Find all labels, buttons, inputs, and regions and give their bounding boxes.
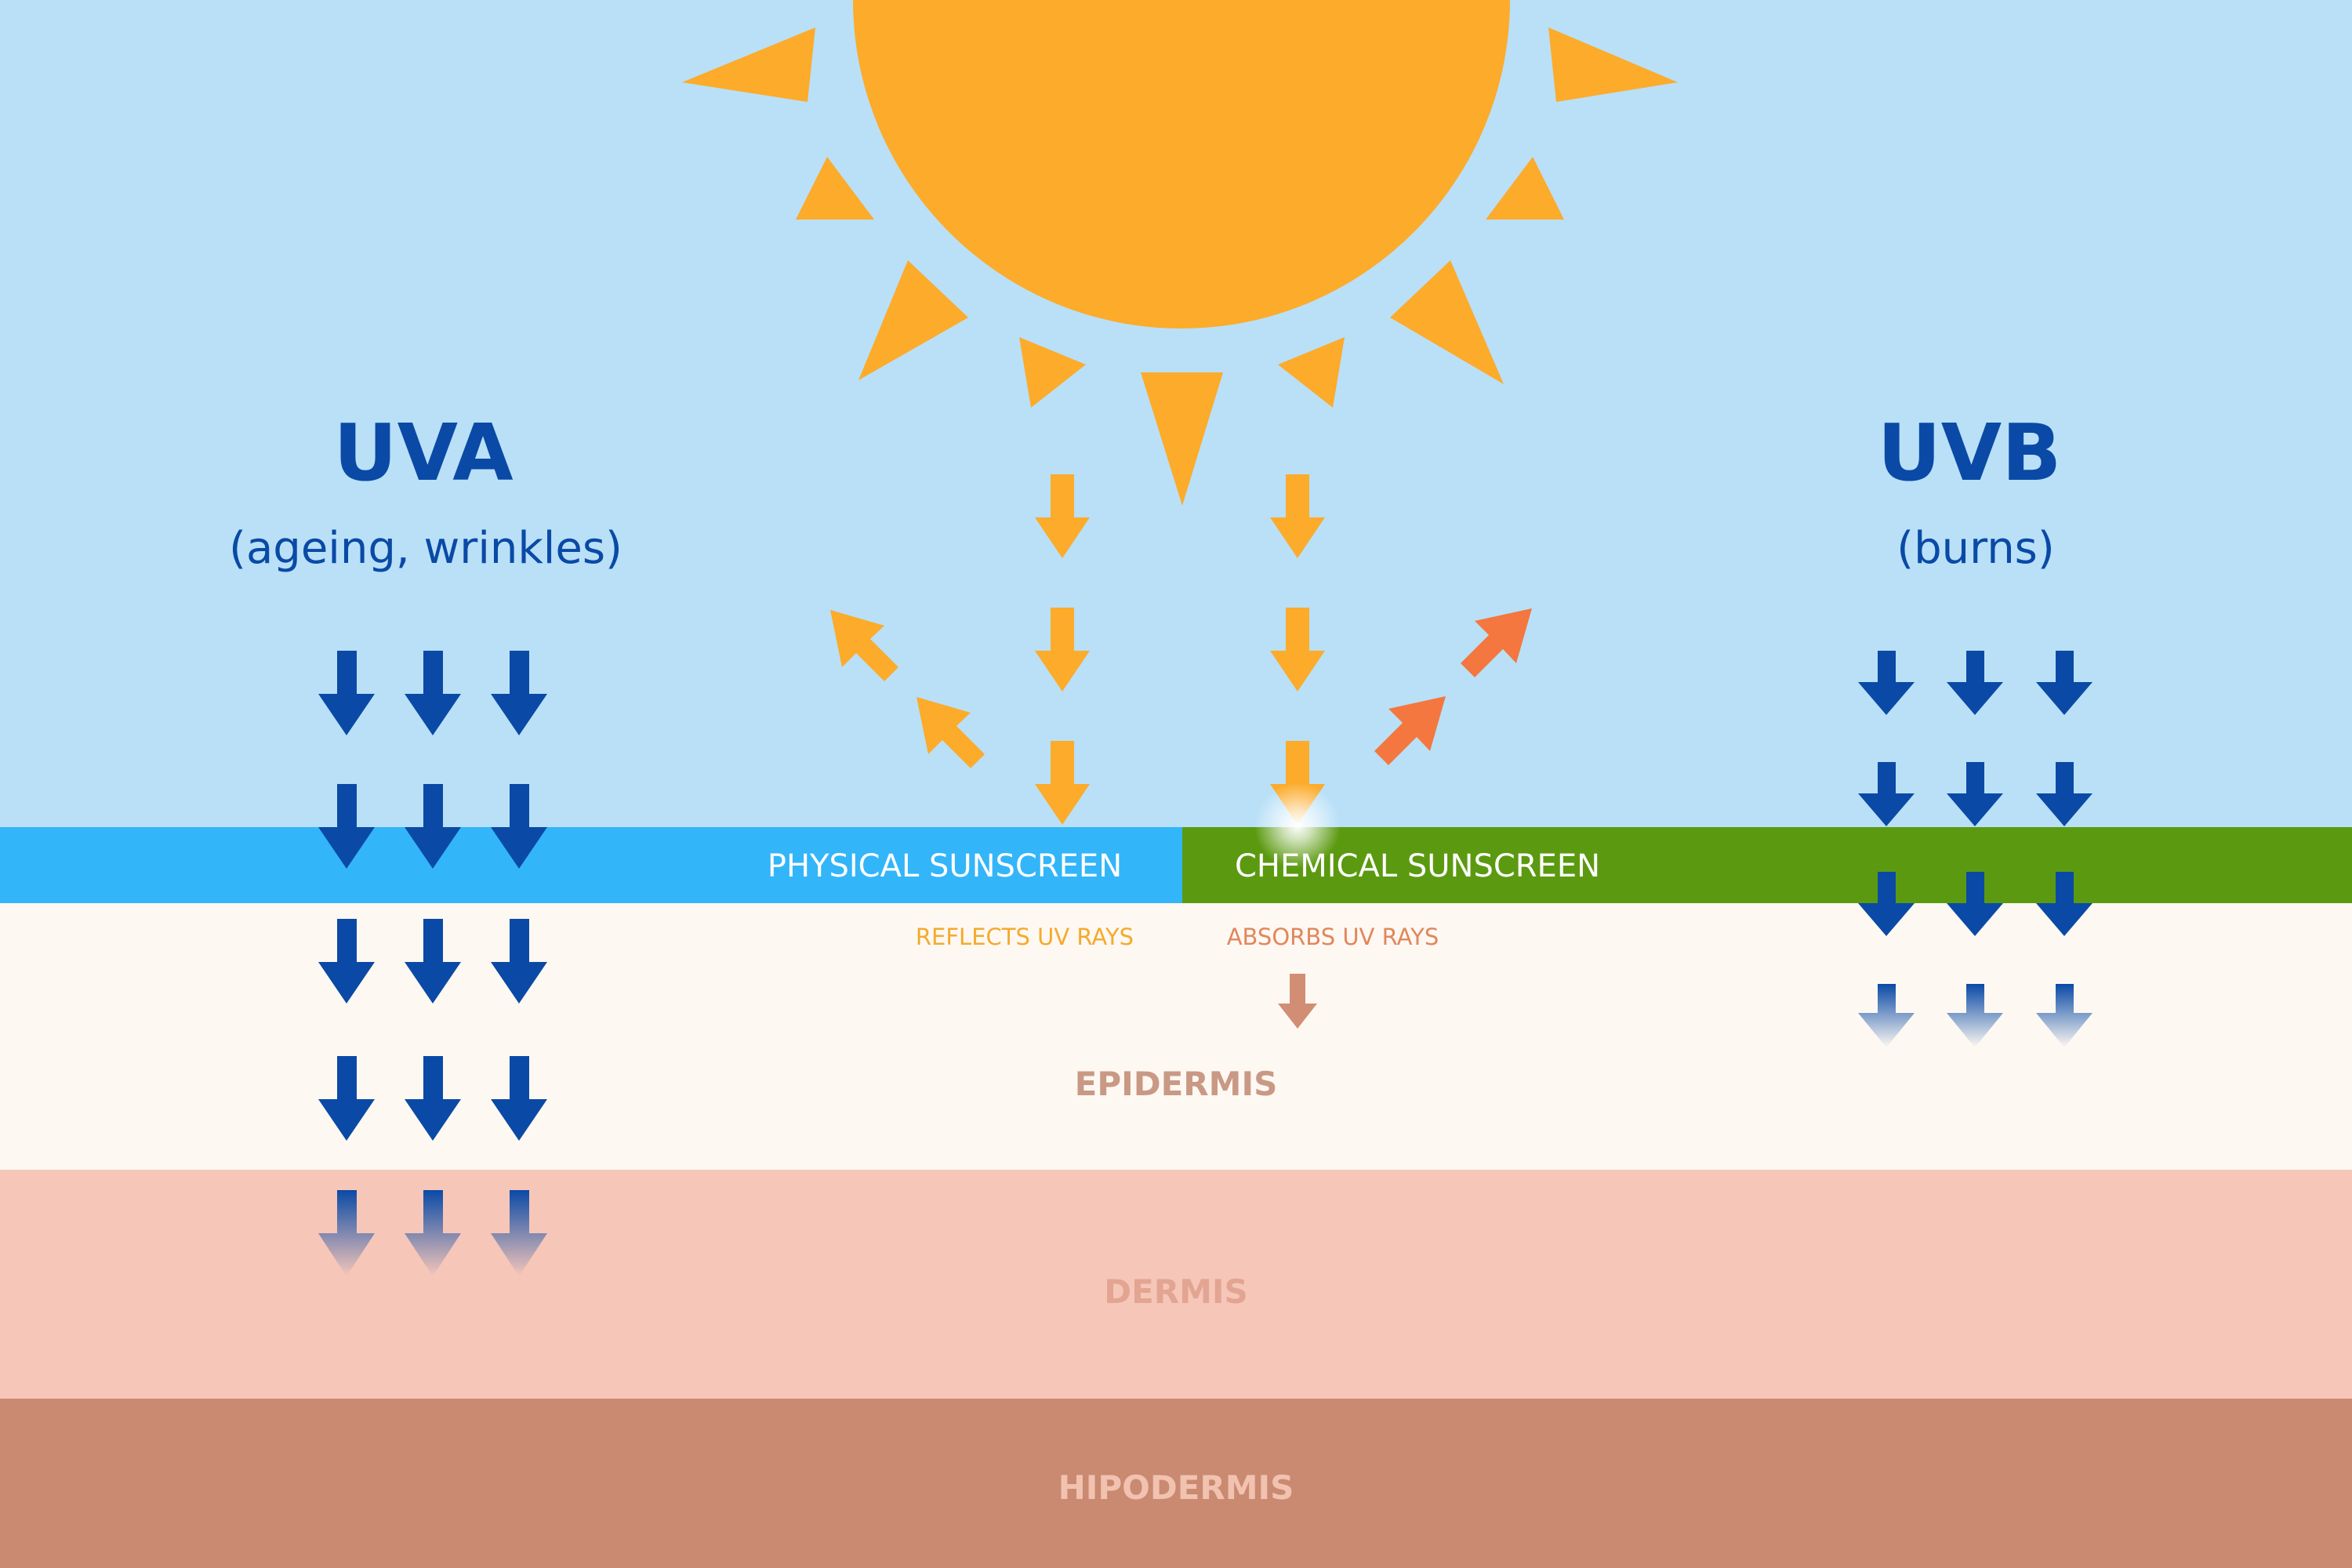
- dermis-layer: [0, 1170, 2352, 1399]
- uva-subtitle: (ageing, wrinkles): [229, 523, 622, 574]
- uvb-title: UVB: [1878, 407, 2062, 499]
- dermis-label: DERMIS: [1104, 1272, 1248, 1311]
- physical-sunscreen-label: PHYSICAL SUNSCREEN: [768, 848, 1122, 884]
- hypodermis-label: HIPODERMIS: [1058, 1468, 1294, 1507]
- absorbed-arrow-into-skin: [1278, 974, 1317, 1029]
- physical-sunscreen-bar: [0, 827, 1182, 903]
- hypodermis-layer: [0, 1399, 2352, 1568]
- uva-arrows: [318, 651, 547, 1141]
- absorbs-caption: ABSORBS UV RAYS: [1227, 924, 1439, 950]
- uvb-arrows-fading: [1858, 984, 2092, 1047]
- uva-arrows-fading: [318, 1190, 547, 1276]
- reflected-uv-arrows: [830, 610, 985, 768]
- chemical-sunscreen-bar: [1182, 827, 2352, 903]
- uva-title: UVA: [333, 407, 513, 499]
- sun-rays: [682, 27, 1678, 506]
- sun-disc: [853, 0, 1510, 328]
- absorption-glow: [1254, 782, 1341, 869]
- sun-icon: [682, 0, 1678, 506]
- absorbed-uv-arrows: [1374, 608, 1532, 765]
- uvb-subtitle: (burns): [1896, 523, 2054, 574]
- incoming-uv-arrows-physical: [1035, 474, 1090, 825]
- epidermis-layer: [0, 902, 2352, 1170]
- uvb-arrows: [1858, 651, 2092, 936]
- chemical-sunscreen-label: CHEMICAL SUNSCREEN: [1235, 848, 1600, 884]
- reflects-caption: REFLECTS UV RAYS: [916, 924, 1134, 950]
- epidermis-label: EPIDERMIS: [1075, 1065, 1278, 1103]
